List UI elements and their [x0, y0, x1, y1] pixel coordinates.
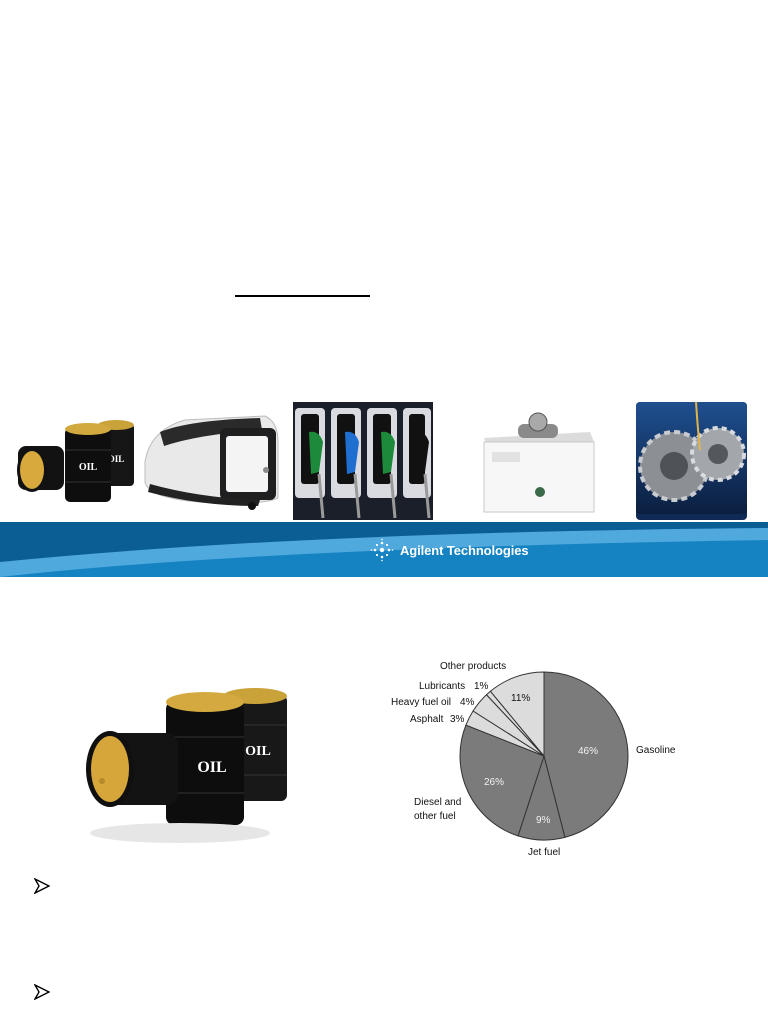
refined-products-pie-chart: Other products Lubricants 1% Heavy fuel …: [391, 661, 676, 858]
arrowhead-bullet-icon: [34, 878, 50, 894]
spectrometer-instrument-image: [478, 402, 598, 520]
barrel-label-back: OIL: [245, 744, 271, 759]
slice-pct-lubricants: 1%: [474, 681, 489, 692]
barrel-label-front: OIL: [79, 462, 98, 473]
fuel-pump-nozzles-image: [293, 402, 433, 520]
barrel-label-front: OIL: [197, 759, 226, 776]
oil-barrels-image: OIL OIL: [10, 402, 135, 520]
lubricated-gears-image: [636, 402, 747, 520]
slice-pct-asphalt: 3%: [450, 714, 465, 725]
agilent-spark-icon: [370, 538, 394, 562]
oil-barrels-image: OIL OIL: [80, 663, 287, 856]
slice-label-diesel-line2: other fuel: [414, 811, 456, 822]
slice-label-other-products: Other products: [440, 661, 506, 672]
barrel-label-back: OIL: [108, 454, 125, 464]
slice-label-asphalt: Asphalt: [410, 714, 444, 725]
slice-pct-heavy-fuel-oil: 4%: [460, 697, 475, 708]
brand-name: Agilent Technologies: [400, 542, 529, 558]
arrowhead-bullet-icon: [34, 984, 50, 1000]
pie-slice-diesel-and-other-fuel: [459, 724, 545, 837]
pie-slice-gasoline: [543, 671, 629, 838]
slice-label-heavy-fuel-oil: Heavy fuel oil: [391, 697, 451, 708]
title-underline: [235, 295, 370, 297]
agilent-logo: Agilent Technologies: [370, 538, 529, 562]
slice-label-lubricants: Lubricants: [419, 681, 465, 692]
slice-pct-other-products: 11%: [511, 693, 530, 704]
slice-label-jet-fuel: Jet fuel: [528, 847, 560, 858]
slice-pct-jet-fuel: 9%: [536, 815, 551, 826]
pie-slice-other-products: [489, 671, 545, 758]
analyzer-instrument-image: [140, 402, 285, 520]
slice-label-diesel-line1: Diesel and: [414, 797, 461, 808]
slice-pct-gasoline: 46%: [578, 746, 598, 757]
brand-banner: [0, 522, 768, 577]
slice-pct-diesel: 26%: [484, 777, 504, 788]
slice-label-gasoline: Gasoline: [636, 745, 676, 756]
